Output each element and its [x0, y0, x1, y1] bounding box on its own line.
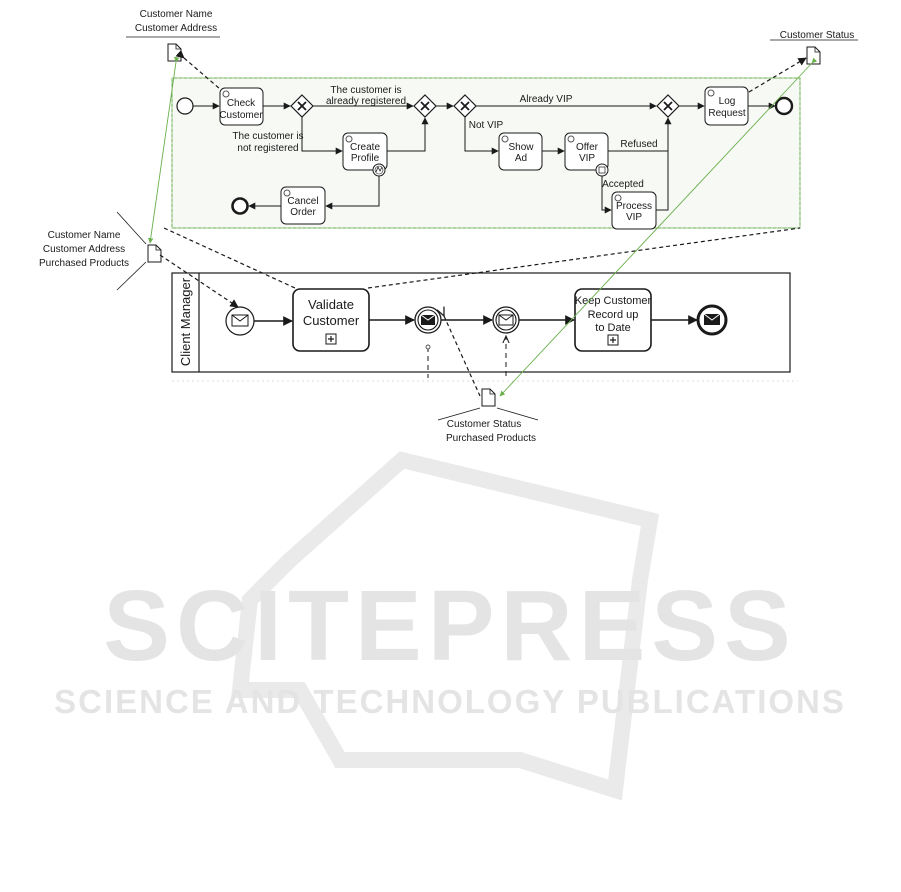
watermark-title: SCITEPRESS — [103, 570, 797, 682]
label-not-registered-1: The customer is — [232, 131, 303, 142]
label-already-vip: Already VIP — [520, 94, 573, 105]
lane-label: Client Manager — [178, 277, 193, 366]
label-not-registered-2: not registered — [237, 143, 298, 154]
label-refused: Refused — [620, 139, 657, 150]
data-label-line-1: Customer Status — [447, 419, 521, 430]
data-object-left[interactable]: Customer Name Customer Address Purchased… — [39, 211, 162, 291]
task-offer-vip[interactable]: Offer VIP — [564, 132, 609, 177]
task-label-line-1: Show — [508, 142, 534, 153]
data-label-line-3: Purchased Products — [39, 258, 129, 269]
watermark-book-shape — [231, 451, 660, 801]
task-label-line-2: VIP — [579, 153, 595, 164]
task-label-line-2: Request — [708, 108, 745, 119]
data-label-line-2: Customer Address — [135, 23, 217, 34]
annotation-bracket — [116, 261, 147, 291]
task-label-line-1: Process — [616, 201, 652, 212]
task-label-line-1: Offer — [576, 142, 599, 153]
data-object-bottom[interactable]: Customer Status Purchased Products — [437, 388, 539, 444]
service-task-icon — [283, 189, 291, 197]
label-not-vip: Not VIP — [469, 120, 504, 131]
watermark: SCITEPRESS SCIENCE AND TECHNOLOGY PUBLIC… — [54, 451, 846, 801]
subprocess-label-line-2: Record up — [588, 309, 639, 321]
intermediate-throw-message-event[interactable] — [414, 306, 442, 334]
label-already-registered-2: already registered — [326, 96, 406, 107]
message-end-event[interactable] — [696, 304, 728, 336]
label-already-registered-1: The customer is — [330, 85, 401, 96]
subprocess-label-line-1: Keep Customer — [575, 295, 652, 307]
gateway-xor-merge-registration[interactable] — [413, 94, 437, 118]
data-label-line-1: Customer Name — [140, 9, 213, 20]
task-label-line-1: Log — [719, 96, 736, 107]
task-label-line-2: Ad — [515, 153, 527, 164]
task-label-line-2: Profile — [351, 153, 380, 164]
data-label-line-2: Purchased Products — [446, 433, 536, 444]
annotation-bracket — [437, 407, 481, 421]
data-label-line-1: Customer Name — [48, 230, 121, 241]
data-object-top-right[interactable]: Customer Status — [770, 30, 858, 65]
task-label-line-1: Check — [227, 98, 256, 109]
task-label-line-1: Cancel — [287, 196, 318, 207]
annotation-bracket — [496, 407, 539, 421]
task-log-request[interactable]: Log Request — [704, 86, 749, 126]
service-task-icon — [222, 90, 230, 98]
label-accepted: Accepted — [602, 179, 644, 190]
subprocess-keep-customer-record[interactable]: Keep Customer Record up to Date — [574, 288, 652, 352]
task-label-line-1: Create — [350, 142, 380, 153]
boundary-conditional-event[interactable] — [595, 163, 609, 177]
message-start-event[interactable] — [225, 306, 255, 336]
envelope-icon — [231, 314, 249, 327]
task-process-vip[interactable]: Process VIP — [611, 191, 657, 230]
task-label-line-2: VIP — [626, 212, 642, 223]
task-label-line-2: Order — [290, 207, 316, 218]
intermediate-catch-message-event[interactable] — [492, 306, 520, 334]
subprocess-validate-customer[interactable]: Validate Customer — [292, 288, 370, 352]
task-label-line-2: Customer — [219, 110, 263, 121]
subprocess-label-line-2: Customer — [303, 313, 360, 328]
subprocess-label-line-1: Validate — [308, 297, 354, 312]
subprocess-start-event[interactable] — [176, 97, 194, 115]
subprocess-end-event[interactable] — [774, 96, 794, 116]
cancel-end-event[interactable] — [231, 197, 249, 215]
error-icon — [375, 166, 383, 173]
data-label-line-1: Customer Status — [780, 30, 854, 41]
data-object-top-left[interactable]: Customer Name Customer Address — [126, 9, 220, 62]
data-label-line-2: Customer Address — [43, 244, 125, 255]
task-create-profile[interactable]: Create Profile — [342, 132, 388, 177]
annotation-bracket — [116, 211, 147, 245]
watermark-subtitle: SCIENCE AND TECHNOLOGY PUBLICATIONS — [54, 683, 846, 720]
subprocess-label-line-3: to Date — [595, 322, 630, 334]
task-cancel-order[interactable]: Cancel Order — [280, 186, 326, 225]
task-check-customer[interactable]: Check Customer — [219, 87, 264, 126]
service-task-icon — [345, 135, 353, 143]
green-mapping-lines — [148, 56, 818, 397]
task-show-ad[interactable]: Show Ad — [498, 132, 543, 171]
